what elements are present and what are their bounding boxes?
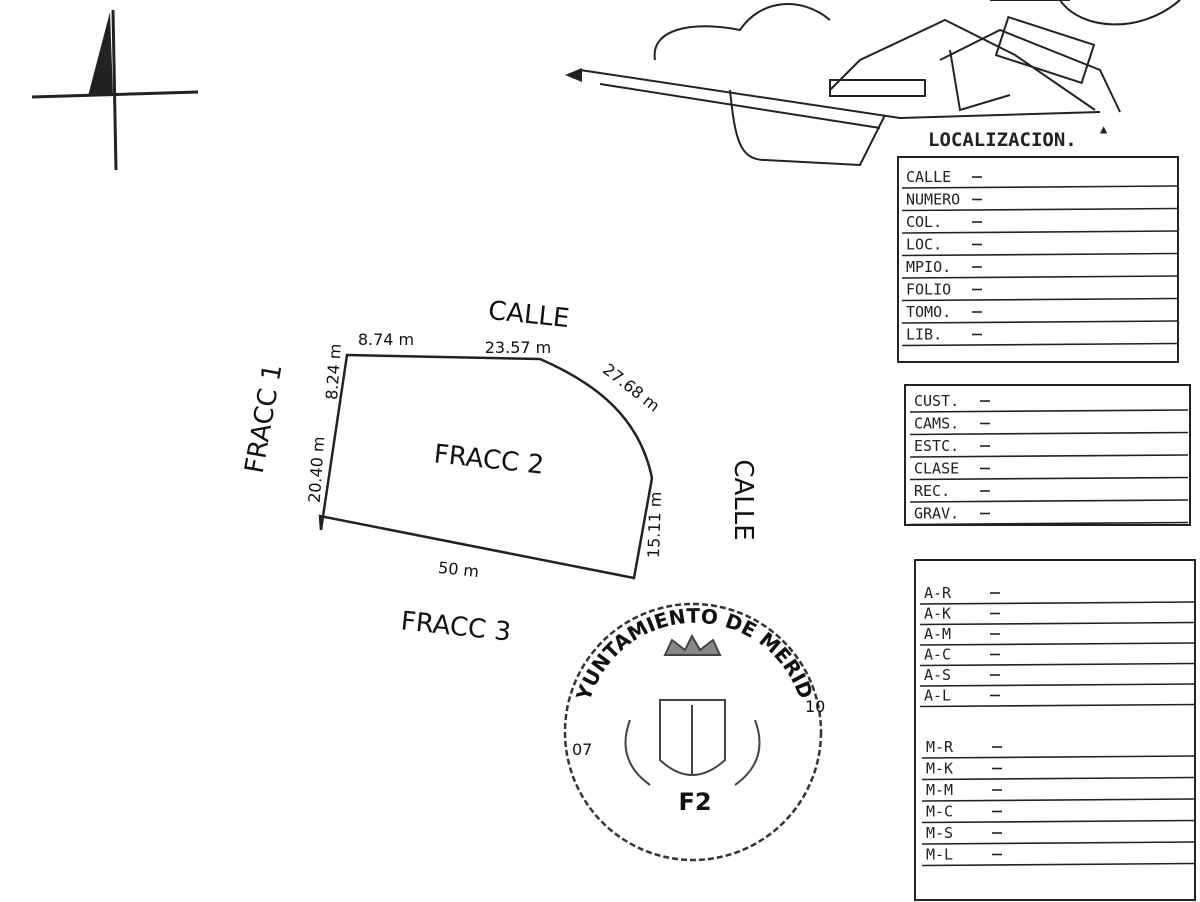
location-table [897,156,1196,901]
table-row-label: COL. [906,213,942,231]
table-row-line [901,230,1178,234]
table-row-line [919,703,1195,708]
table-row-label: A-R [924,584,952,602]
municipal-seal: AYUNTAMIENTO DE MERIDA 07 10 F2 [0,0,825,862]
dim-bottom: 50 m [437,558,480,581]
table-row-line [909,521,1189,526]
north-arrow-icon [31,9,199,171]
table-row-line [919,683,1195,687]
table-row-label: ESTC. [914,437,959,455]
table-row-label: MPIO. [906,258,951,276]
table-row-line [901,207,1178,212]
lot-outline [318,353,654,580]
table-row-line [901,252,1178,257]
table-row-line [921,798,1195,802]
dim-left-upper: 8.24 m [322,343,345,400]
table-row-line [901,297,1178,302]
table-row-line [919,642,1195,646]
dim-top: 23.57 m [485,338,551,357]
table-row-label: CUST. [914,392,959,410]
table-row-label: A-M [924,625,951,643]
seal-left-number: 07 [572,740,592,759]
table-row-line [901,275,1178,279]
table-row-label: M-M [926,781,953,799]
table-row-label: GRAV. [914,505,959,523]
dim-top-left: 8.74 m [358,330,414,349]
dim-curve: 27.68 m [599,360,663,416]
north-note: ▲ [1100,122,1108,136]
table-row-label: CLASE [914,460,959,478]
table-row-label: M-K [926,760,953,778]
table-row-line [919,662,1195,667]
table-row-line [921,819,1195,824]
street-top-label: CALLE [487,296,571,334]
table-row-label: M-R [926,738,954,756]
table-row-line [919,601,1195,605]
table-row-label: CALLE [906,168,951,186]
table-row-line [921,776,1195,781]
table-row-label: NUMERO [906,191,960,209]
location-title: LOCALIZACION. [928,129,1077,151]
table-row-line [901,185,1178,189]
table-row-line [921,841,1195,845]
table-row-line [921,755,1195,759]
table-row-label: FOLIO [906,281,951,299]
table-row-label: A-K [924,605,951,623]
lot-left-label: FRACC 1 [240,362,289,476]
table-row-label: M-C [926,803,953,821]
table-row-label: LOC. [906,236,942,254]
table-row-label: LIB. [906,326,942,344]
seal-right-number: 10 [805,697,825,716]
table-row-line [921,862,1195,867]
table-row-line [919,621,1195,626]
table-row-label: M-S [926,824,953,842]
lot-center-label: FRACC 2 [432,439,545,480]
table-row-line [909,409,1189,413]
table-row-line [901,342,1178,347]
lot-bottom-label: FRACC 3 [399,606,512,647]
table-row-label: TOMO. [906,303,951,321]
table-row-line [909,454,1189,458]
table-row-line [909,431,1189,436]
street-right-label: CALLE [728,459,758,540]
table-row-label: A-S [924,666,951,684]
table-row-line [901,320,1178,324]
coat-of-arms-icon [624,633,761,786]
table-row-line [909,499,1189,503]
location-table-rows: CALLE NUMERO COL. LOC. MPIO. FOLIO TOMO. LIB. CU… [901,168,1195,867]
table-row-label: REC. [914,482,950,500]
dim-left-lower: 20.40 m [305,436,329,504]
table-row-line [909,476,1189,481]
table-row-label: A-L [924,687,951,705]
seal-top-text: AYUNTAMIENTO DE MERIDA [0,0,818,705]
table-row-label: M-L [926,846,953,864]
dim-right: 15.11 m [644,491,665,558]
table-row-label: CAMS. [914,415,959,433]
table-row-label: A-C [924,646,951,664]
seal-code: F2 [678,788,711,816]
location-sketch [565,0,1181,167]
